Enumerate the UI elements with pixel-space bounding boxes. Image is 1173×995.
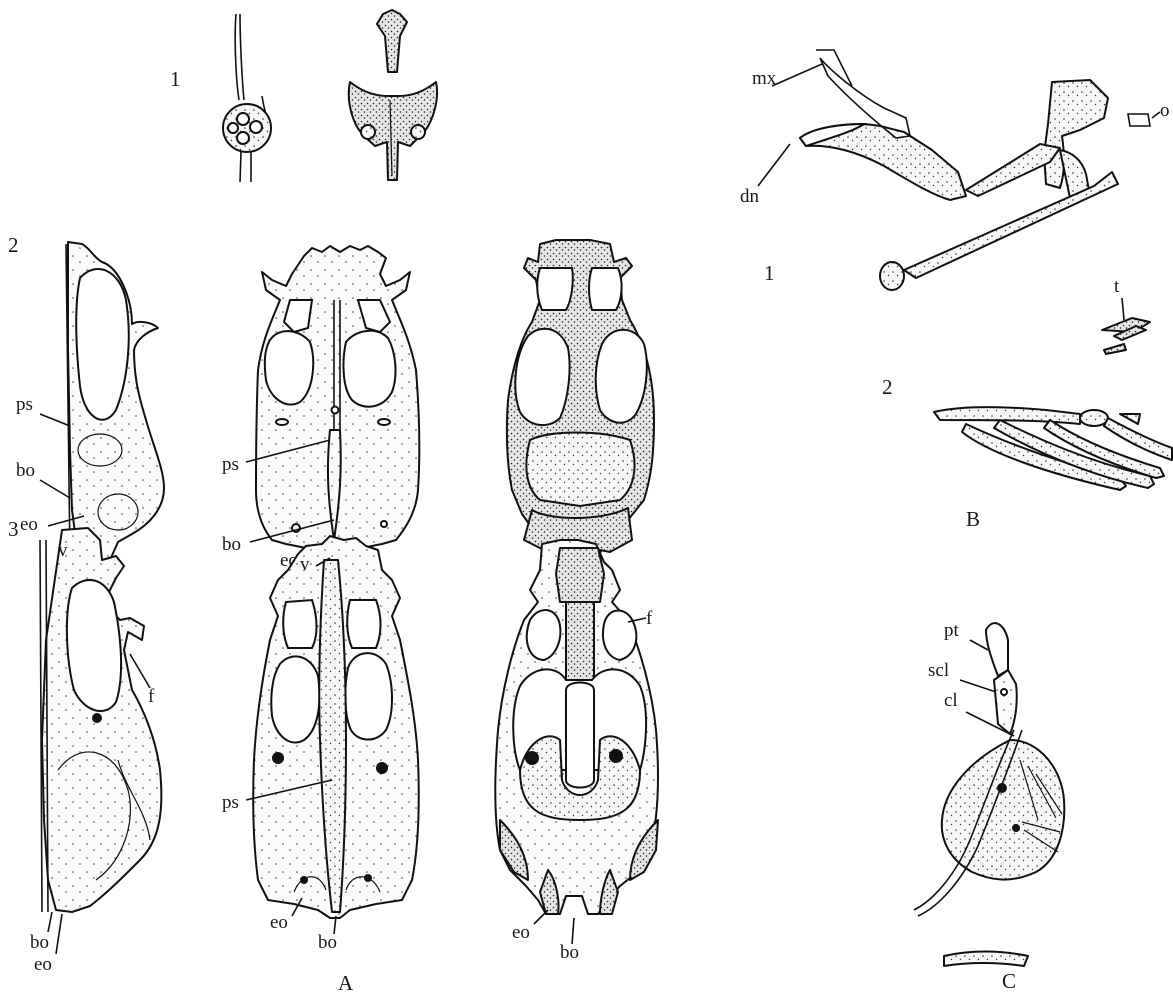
label-dn: dn [740,186,760,207]
label-bo-A2b: bo [222,534,241,555]
label-f-A3a: f [148,686,155,707]
label-scl: scl [928,660,949,681]
label-o: o [1160,100,1170,121]
label-v-A3b: v [300,554,310,575]
label-ps-A2a: ps [16,394,33,415]
label-ps-A3b: ps [222,792,239,813]
skull-A3-dorsal [495,540,658,914]
panel-B-label: B [966,507,980,531]
label-v-A3a: v [58,540,68,561]
label-t: t [1114,276,1120,297]
label-eo-A2a: eo [20,514,38,535]
label-ps-A2b: ps [222,454,239,475]
row-B1-number: 1 [764,261,775,285]
label-bo-A2a: bo [16,460,35,481]
row-A3-number: 3 [8,517,19,541]
label-pt: pt [944,620,960,641]
teeth-B [1102,318,1150,354]
label-bo-A3b: bo [318,932,337,953]
arches-B2 [934,407,1172,490]
jaw-B1 [800,50,1150,290]
panel-C-label: C [1002,969,1016,993]
label-f-A3c: f [646,608,653,629]
row-A2-number: 2 [8,233,19,257]
skull-A3-lateral [40,528,161,912]
label-bo-A3a: bo [30,932,49,953]
label-bo-A3c: bo [560,942,579,963]
label-cl: cl [944,690,958,711]
panel-A-label: A [338,971,354,995]
row-A1-number: 1 [170,67,181,91]
skull-A3-ventral [253,536,419,918]
skull-A1-dorsal [349,10,437,180]
label-eo-A3a: eo [34,954,52,975]
skull-A1-lateral [223,14,271,182]
skull-A2-dorsal [507,240,654,590]
label-eo-A3b: eo [270,912,288,933]
label-eo-A3c: eo [512,922,530,943]
row-B2-number: 2 [882,375,893,399]
